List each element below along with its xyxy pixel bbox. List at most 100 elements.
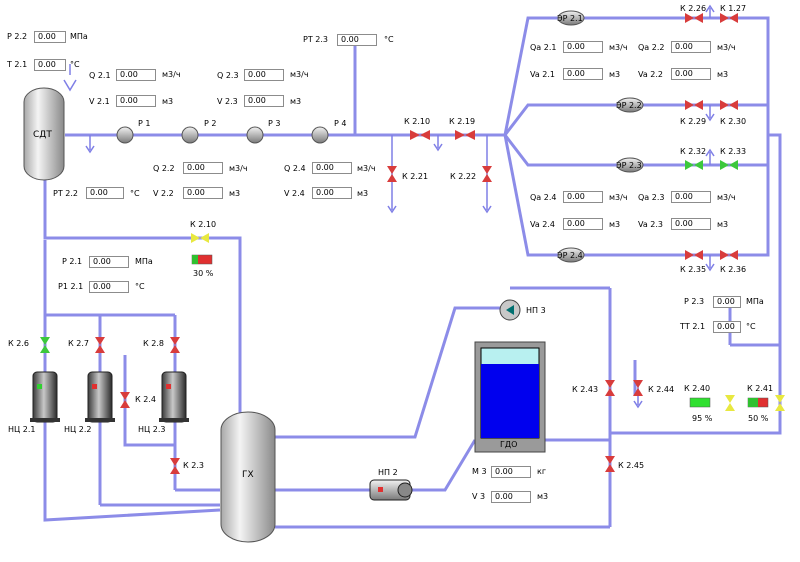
q22-label: Q 2.2 [153,164,175,173]
gx-tag: ГХ [242,470,254,480]
q22-unit: м3/ч [229,164,248,173]
sdt-tank-shape [23,87,65,181]
v22-value: 0.00 [183,187,223,199]
reg-p2-label: Р 2 [204,119,217,128]
tt21-value: 0.00 [713,321,741,333]
va23-label: Va 2.3 [638,220,664,229]
valve-k219-label: К 2.19 [449,117,476,126]
pt22-label: РТ 2.2 [53,189,78,198]
valve-k236-label: К 2.36 [720,265,747,274]
valve-k240-label: К 2.40 [684,384,711,393]
v24-label: V 2.4 [284,189,305,198]
t21-unit: °С [70,60,80,69]
gdo-level-fill [481,364,539,438]
pt22-unit: °С [130,189,140,198]
gx-tank-shape [220,411,276,543]
valve-k245-label: К 2.45 [618,461,645,470]
qa23-unit: м3/ч [717,193,736,202]
t21-value: 0.00 [34,59,66,71]
p23-value: 0.00 [713,296,741,308]
valve-k232-label: К 2.32 [680,147,707,156]
sdt-tag: СДТ [33,130,52,140]
valve-k210-main-label: К 2.10 [404,117,431,126]
v23-unit: м3 [290,97,302,106]
v24-value: 0.00 [312,187,352,199]
pump-np3-label: НП 3 [526,306,546,315]
v3-unit: м3 [537,492,549,501]
qa24-value: 0.00 [563,191,603,203]
m3-label: М 3 [472,467,487,476]
p21-label: Р 2.1 [62,257,83,266]
v22-unit: м3 [229,189,241,198]
pump-nc21-label: НЦ 2.1 [8,425,36,434]
pump-nc23-shape[interactable] [159,371,189,423]
va23-unit: м3 [717,220,729,229]
pump-np2-label: НП 2 [378,468,398,477]
p23-label: Р 2.3 [684,297,705,306]
q21-value: 0.00 [116,69,156,81]
qa22-unit: м3/ч [717,43,736,52]
va21-label: Va 2.1 [530,70,556,79]
valve-k222-label: К 2.22 [450,172,477,181]
reg-er24-label: ЭР 2.4 [557,251,583,260]
pump-np2-shape[interactable] [369,479,413,501]
valve-k235-label: К 2.35 [680,265,707,274]
reg-p3-label: Р 3 [268,119,281,128]
q23-label: Q 2.3 [217,71,239,80]
k241-position: 50 % [748,414,769,423]
pump-nc21-shape[interactable] [30,371,60,423]
v23-label: V 2.3 [217,97,238,106]
valve-k244-label: К 2.44 [648,385,675,394]
valve-k27-label: К 2.7 [68,339,89,348]
va24-label: Va 2.4 [530,220,556,229]
qa23-label: Qa 2.3 [638,193,665,202]
pump-nc22-shape[interactable] [85,371,115,423]
p23-unit: МПа [746,297,764,306]
pt23-label: РТ 2.3 [303,35,328,44]
va24-unit: м3 [609,220,621,229]
m3-unit: кг [537,467,547,476]
reg-er21-label: ЭР 2.1 [557,14,583,23]
p21-unit: МПа [135,257,153,266]
qa24-unit: м3/ч [609,193,628,202]
q23-value: 0.00 [244,69,284,81]
v24-unit: м3 [357,189,369,198]
qa21-label: Qa 2.1 [530,43,557,52]
valve-k241-label: К 2.41 [747,384,774,393]
reg-p1-label: Р 1 [138,119,151,128]
va23-value: 0.00 [671,218,711,230]
qa21-unit: м3/ч [609,43,628,52]
qa23-value: 0.00 [671,191,711,203]
qa22-label: Qa 2.2 [638,43,665,52]
reg-p4-label: Р 4 [334,119,347,128]
q21-unit: м3/ч [162,70,181,79]
pt21-unit: °С [135,282,145,291]
v3-label: V 3 [472,492,486,501]
t21-label: Т 2.1 [7,60,28,69]
gdo-tag: ГДО [500,440,518,449]
valve-k233-label: К 2.33 [720,147,747,156]
valve-k127-label: К 1.27 [720,4,747,13]
valve-markers[interactable] [40,13,785,474]
valve-k229-label: К 2.29 [680,117,707,126]
q21-label: Q 2.1 [89,71,111,80]
qa22-value: 0.00 [671,41,711,53]
q23-unit: м3/ч [290,70,309,79]
q24-unit: м3/ч [357,164,376,173]
va24-value: 0.00 [563,218,603,230]
pt23-value: 0.00 [337,34,377,46]
m3-value: 0.00 [491,466,531,478]
v22-label: V 2.2 [153,189,174,198]
pt23-unit: °С [384,35,394,44]
p22-value: 0.00 [34,31,66,43]
v23-value: 0.00 [244,95,284,107]
valve-k28-label: К 2.8 [143,339,164,348]
tt21-label: ТТ 2.1 [680,322,706,331]
valve-k226-label: К 2.26 [680,4,707,13]
q24-label: Q 2.4 [284,164,306,173]
va21-value: 0.00 [563,68,603,80]
q22-value: 0.00 [183,162,223,174]
pump-np3-shape[interactable] [499,299,521,321]
